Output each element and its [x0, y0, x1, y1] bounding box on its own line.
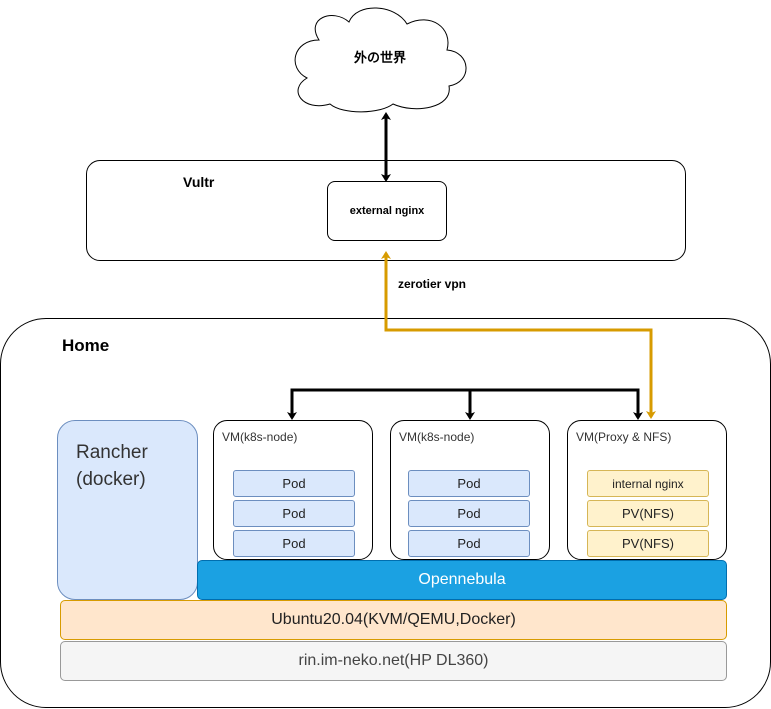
- rancher-label-line1: Rancher: [76, 442, 148, 463]
- pod-node: Pod: [408, 470, 530, 497]
- pv-nfs-node: PV(NFS): [587, 500, 709, 527]
- vm-k8s-node-1: VM(k8s-node) Pod Pod Pod: [213, 420, 373, 560]
- home-title: Home: [62, 336, 110, 355]
- pod-node: Pod: [408, 500, 530, 527]
- cloud-label: 外の世界: [353, 49, 406, 65]
- vm-title: VM(Proxy & NFS): [576, 430, 672, 444]
- pod-node: Pod: [408, 530, 530, 557]
- rancher-label-line2: (docker): [76, 469, 146, 490]
- cloud-shape: [294, 7, 467, 113]
- vultr-title: Vultr: [183, 174, 215, 190]
- pod-node: Pod: [233, 530, 355, 557]
- vm-title: VM(k8s-node): [399, 430, 475, 444]
- pod-node: Pod: [233, 500, 355, 527]
- opennebula-layer: Opennebula: [197, 560, 727, 600]
- pod-node: Pod: [233, 470, 355, 497]
- internal-nginx-node: internal nginx: [587, 470, 709, 497]
- pv-nfs-node: PV(NFS): [587, 530, 709, 557]
- host-layer: rin.im-neko.net(HP DL360): [60, 641, 727, 681]
- ubuntu-layer: Ubuntu20.04(KVM/QEMU,Docker): [60, 600, 727, 640]
- external-nginx-node: external nginx: [327, 181, 447, 241]
- vm-proxy-nfs: VM(Proxy & NFS) internal nginx PV(NFS) P…: [567, 420, 727, 560]
- vm-k8s-node-2: VM(k8s-node) Pod Pod Pod: [390, 420, 550, 560]
- vm-title: VM(k8s-node): [222, 430, 298, 444]
- rancher-node: [57, 420, 198, 600]
- vpn-label: zerotier vpn: [398, 277, 467, 291]
